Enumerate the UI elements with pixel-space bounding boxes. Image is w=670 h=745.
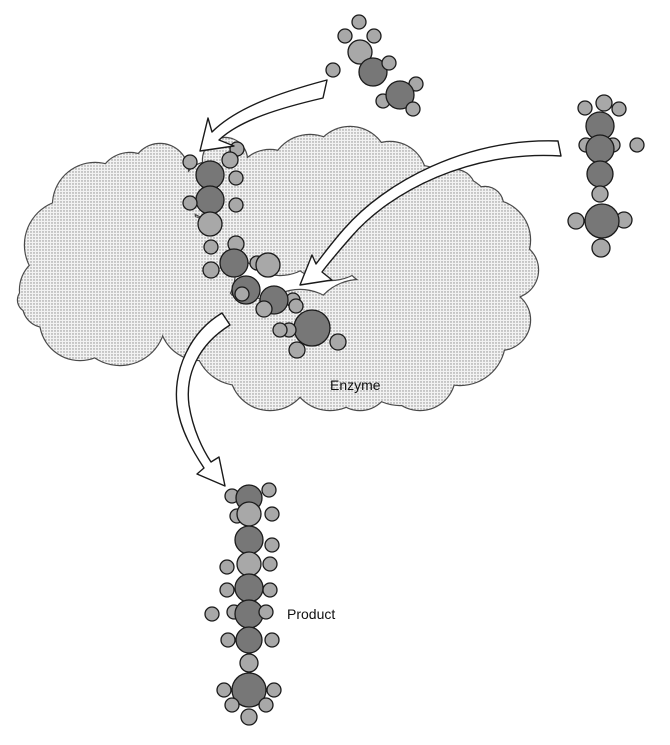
atom-small [261, 482, 277, 498]
atom-large [584, 203, 620, 239]
atom-small [611, 101, 627, 117]
atom-large [235, 626, 263, 654]
atom-small [234, 286, 250, 302]
substrate-molecule-b [567, 94, 645, 258]
atom-small [258, 697, 274, 713]
atom-large [234, 573, 264, 603]
atom-small [351, 14, 367, 30]
reaction-arrows [175, 79, 562, 487]
arrow-substrate-a-to-enzyme [199, 79, 328, 152]
atom-small [202, 261, 220, 279]
atom-small [591, 238, 611, 258]
atom-small [219, 559, 235, 575]
atom-small [255, 300, 273, 318]
atom-small [203, 239, 219, 255]
atom-small [591, 185, 609, 203]
atom-small [381, 55, 397, 71]
atom-large [358, 57, 388, 87]
atom-small [366, 28, 382, 44]
atom-small [264, 632, 280, 648]
atom-small [204, 606, 220, 622]
product-molecule [204, 482, 282, 726]
atom-small [264, 506, 280, 522]
arrow-enzyme-to-product [175, 312, 231, 487]
atom-small [182, 154, 198, 170]
atom-small [228, 170, 244, 186]
atom-large [195, 185, 225, 215]
atom-small [288, 298, 304, 314]
atom-large [219, 248, 249, 278]
atom-small [266, 682, 282, 698]
atom-small [219, 582, 235, 598]
atom-small [236, 551, 262, 577]
atom-small [258, 604, 274, 620]
atom-small [567, 212, 585, 230]
atom-small [221, 151, 239, 169]
atom-small [595, 94, 613, 112]
atom-small [255, 252, 281, 278]
product-label: Product [287, 606, 336, 622]
substrate-molecule-a [325, 14, 424, 117]
atom-large [385, 80, 415, 110]
atom-small [240, 708, 258, 726]
atom-small [325, 62, 341, 78]
atom-small [329, 333, 347, 351]
atom-large [585, 134, 615, 164]
atom-small [216, 682, 232, 698]
atom-small [197, 211, 223, 237]
atom-small [239, 653, 259, 673]
atom-small [272, 322, 288, 338]
arrow-substrate-b-to-enzyme [299, 140, 562, 286]
atom-small [220, 632, 236, 648]
atom-small [236, 501, 262, 527]
atom-large [231, 672, 267, 708]
atom-small [262, 582, 278, 598]
atom-small [629, 137, 645, 153]
bound-substrate-complex [182, 141, 347, 359]
atom-small [337, 28, 353, 44]
atom-small [224, 697, 240, 713]
atom-small [228, 197, 244, 213]
atom-large [195, 160, 225, 190]
atom-small [405, 101, 421, 117]
atom-large [293, 309, 331, 347]
enzyme-label: Enzyme [330, 377, 381, 393]
atom-small [264, 537, 280, 553]
atom-small [262, 556, 278, 572]
atom-large [586, 160, 614, 188]
atom-small [347, 39, 373, 65]
atom-small [182, 195, 198, 211]
atom-small [577, 100, 593, 116]
atom-large [234, 525, 264, 555]
atom-small [288, 341, 306, 359]
